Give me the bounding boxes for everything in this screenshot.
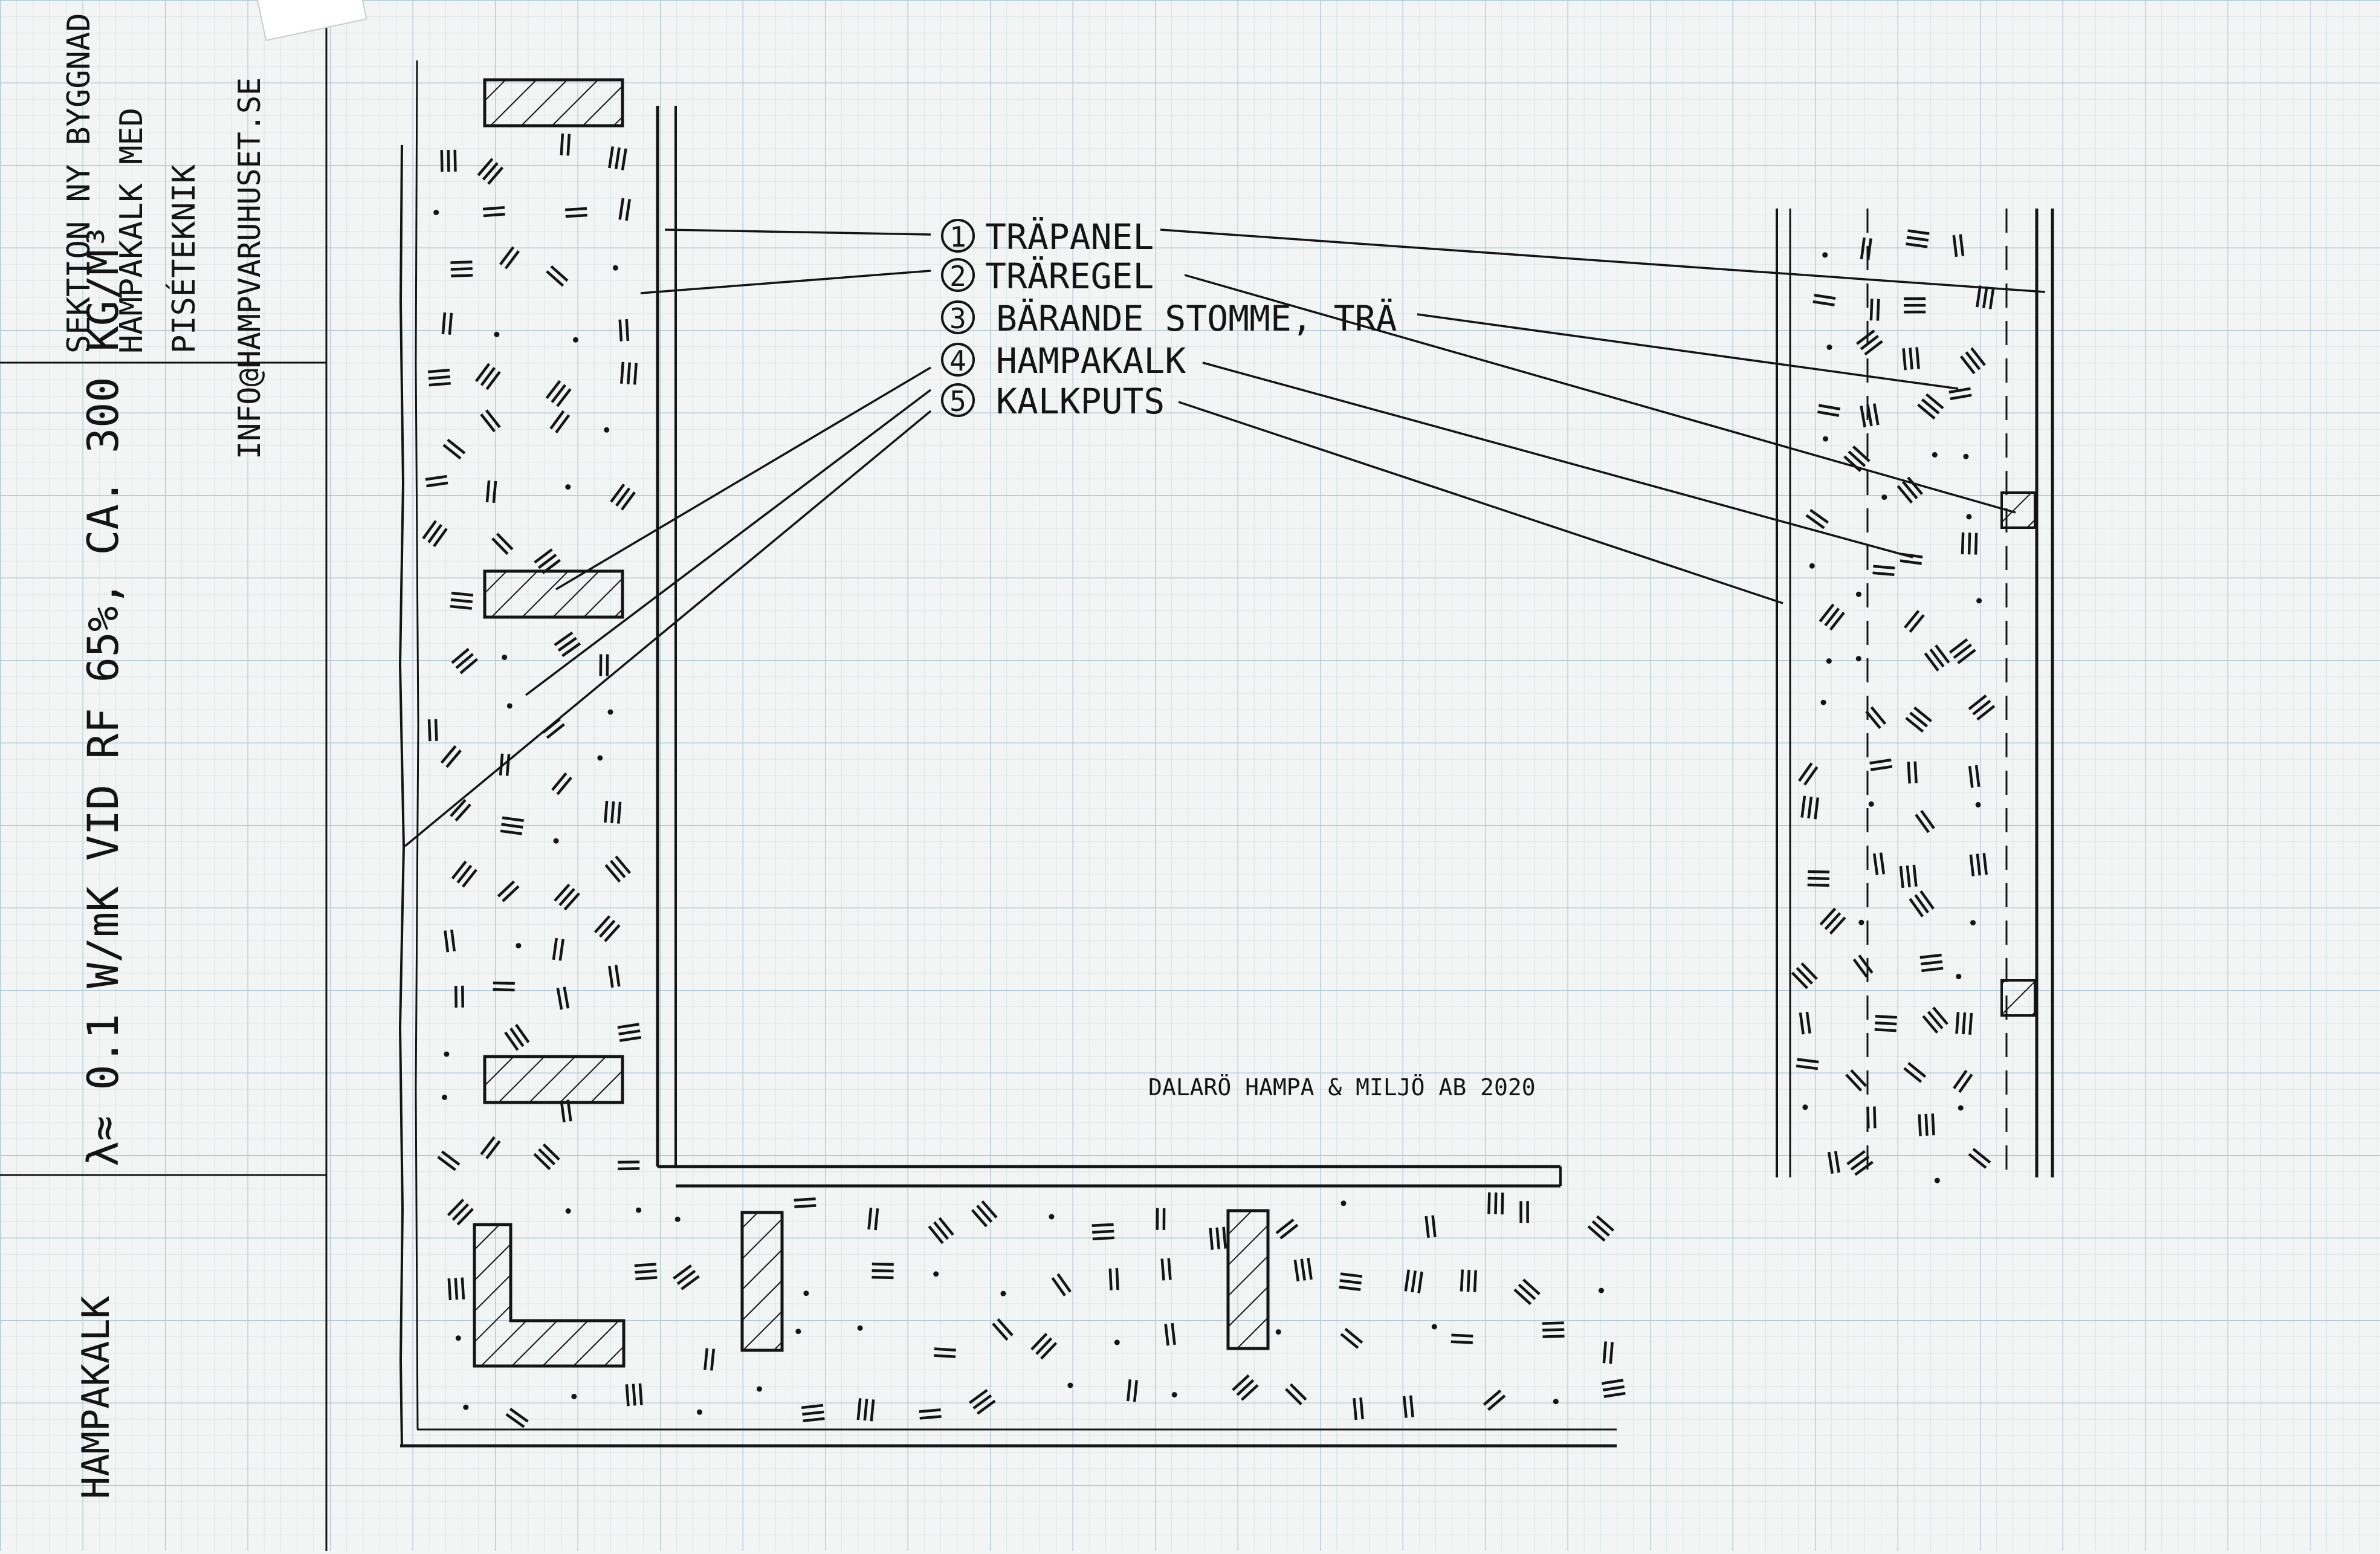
aggregate-dot — [442, 1095, 447, 1100]
floor-stud-2 — [1228, 1211, 1268, 1348]
aggregate-dot — [604, 427, 609, 433]
aggregate-dot — [795, 1329, 801, 1334]
aggregate-dot — [502, 655, 507, 660]
aggregate-dot — [1826, 658, 1832, 664]
legend-label-1: TRÄPANEL — [985, 216, 1154, 257]
aggregate-dot — [803, 1290, 809, 1296]
aggregate-dot — [463, 1405, 468, 1410]
legend-number-1: 1 — [949, 221, 966, 253]
aggregate-dot — [494, 332, 499, 337]
aggregate-dot — [597, 756, 603, 761]
aggregate-dot — [516, 943, 521, 948]
aggregate-dot — [757, 1387, 762, 1392]
legend-label-2: TRÄREGEL — [985, 256, 1154, 297]
aggregate-dot — [1976, 802, 1981, 808]
aggregate-dot — [697, 1410, 702, 1415]
aggregate-dot — [1856, 656, 1861, 661]
aggregate-dot — [1881, 494, 1887, 500]
aggregate-dot — [1553, 1399, 1559, 1404]
aggregate-dot — [1599, 1288, 1604, 1293]
aggregate-dot — [858, 1326, 863, 1331]
aggregate-dot — [565, 484, 571, 490]
aggregate-dot — [1976, 598, 1982, 603]
title-section-line3: PISÉTEKNIK — [166, 164, 202, 354]
aggregate-dot — [1823, 436, 1828, 442]
aggregate-dot — [1821, 700, 1826, 705]
aggregate-dot — [933, 1271, 939, 1277]
credit-text: DALARÖ HAMPA & MILJÖ AB 2020 — [1148, 1074, 1536, 1101]
title-material: HAMPAKALK — [74, 1295, 118, 1499]
aggregate-dot — [1822, 252, 1828, 257]
aggregate-dot — [1432, 1324, 1437, 1330]
aggregate-dot — [554, 838, 559, 844]
aggregate-dot — [1114, 1339, 1120, 1345]
title-section-line1: SEKTION NY BYGGNAD — [61, 13, 97, 354]
wall-stud-middle — [485, 571, 622, 617]
aggregate-dot — [1963, 454, 1968, 459]
aggregate-dot — [1966, 514, 1971, 519]
aggregate-dot — [1067, 1383, 1073, 1388]
aggregate-dot — [1802, 1104, 1808, 1110]
legend-item-3: 3 BÄRANDE STOMME, TRÄ — [942, 298, 1397, 339]
legend-label-3: BÄRANDE STOMME, TRÄ — [996, 298, 1397, 339]
aggregate-dot — [1809, 563, 1815, 569]
aggregate-dot — [573, 337, 578, 343]
aggregate-dot — [675, 1217, 681, 1222]
wall-stud-top — [485, 80, 622, 126]
aggregate-dot — [1869, 801, 1874, 807]
aggregate-dot — [1049, 1214, 1054, 1220]
aggregate-dot — [636, 1208, 641, 1213]
aggregate-dot — [444, 1052, 449, 1057]
aggregate-dot — [1958, 1106, 1964, 1111]
wall-stud-lower — [485, 1057, 622, 1102]
aggregate-dot — [571, 1394, 577, 1399]
aggregate-dot — [1172, 1392, 1177, 1397]
aggregate-dot — [1970, 920, 1976, 925]
aggregate-dot — [433, 210, 439, 215]
legend-number-3: 3 — [949, 302, 966, 335]
aggregate-dot — [1827, 345, 1832, 350]
legend-label-5: KALKPUTS — [996, 381, 1165, 422]
aggregate-dot — [566, 1208, 571, 1214]
right-stud-lower — [2002, 980, 2035, 1015]
legend-number-5: 5 — [949, 385, 966, 418]
legend-label-4: HAMPAKALK — [996, 340, 1186, 381]
aggregate-dot — [1341, 1200, 1347, 1206]
aggregate-dot — [1856, 592, 1861, 597]
legend-number-4: 4 — [949, 345, 966, 377]
aggregate-dot — [613, 265, 618, 271]
title-section-line2: HAMPAKALK MED — [114, 108, 150, 354]
aggregate-dot — [1276, 1329, 1281, 1335]
aggregate-dot — [456, 1335, 461, 1341]
aggregate-dot — [1001, 1291, 1006, 1297]
legend-number-2: 2 — [949, 260, 966, 293]
aggregate-dot — [1932, 452, 1938, 458]
title-email: INFO@HAMPVARUHUSET.SE — [232, 77, 267, 459]
aggregate-dot — [1956, 974, 1961, 979]
aggregate-dot — [1858, 920, 1864, 925]
floor-stud-1 — [742, 1212, 782, 1350]
aggregate-dot — [1935, 1178, 1940, 1183]
title-thermal-property: λ≈ 0.1 W/mK VID RF 65%, CA. 300 KG/M³ — [79, 224, 128, 1167]
aggregate-dot — [608, 710, 613, 715]
aggregate-dot — [507, 703, 513, 708]
